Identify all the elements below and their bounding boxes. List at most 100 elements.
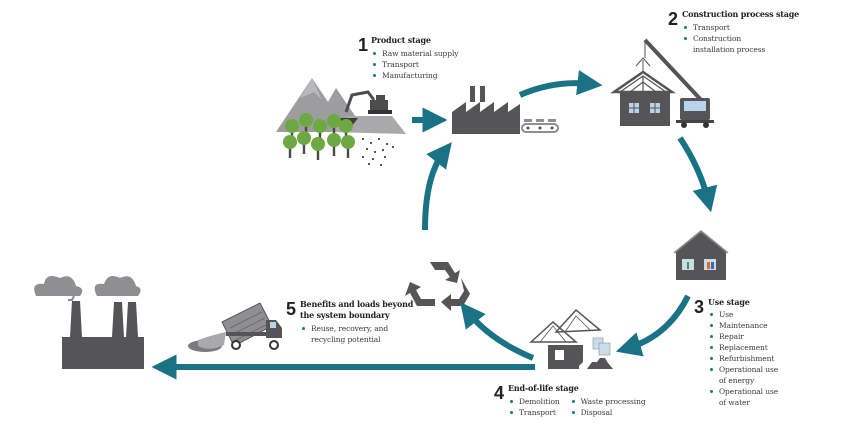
tree-icon (327, 133, 341, 156)
arrow-end-of-life-to-recycle (460, 302, 535, 361)
bullet-icon (302, 327, 305, 330)
dump-truck-icon (221, 302, 282, 350)
stone-icon (370, 142, 372, 144)
bullet-icon (373, 63, 376, 66)
stone-icon (386, 143, 388, 145)
list-item: Raw material supply (371, 48, 458, 59)
list-item: Manufacturing (371, 70, 458, 81)
bullet-icon (571, 400, 575, 403)
trees-icon (283, 113, 355, 160)
stage-1-number: 1 (358, 35, 369, 55)
list-item: Maintenance (708, 320, 778, 331)
tree-icon (341, 135, 355, 158)
stage-4-number: 4 (494, 383, 505, 403)
recycle-icon (405, 262, 470, 311)
stage-1-title: Product stage (371, 35, 431, 45)
list-item: Refurbishment (708, 353, 778, 364)
rubble-icon (587, 337, 613, 369)
house-under-construction-icon (609, 57, 677, 126)
stage-1-label: 1 Product stage Raw material supply Tran… (358, 35, 458, 81)
arrow-use-to-end-of-life (615, 294, 691, 357)
tree-icon (339, 119, 353, 142)
stage-3-items: Use Maintenance Repair Replacement Refur… (708, 309, 778, 408)
stone-icon (372, 158, 374, 160)
arrow-product-to-construction (518, 70, 603, 98)
tree-icon (311, 137, 325, 160)
bullet-icon (710, 390, 713, 393)
flow-arrows (151, 70, 718, 380)
arrow-recycle-to-product (422, 142, 452, 231)
stage-4-title: End-of-life stage (508, 383, 579, 393)
stone-icon (382, 149, 384, 151)
bullet-icon (710, 357, 713, 360)
bullet-icon (510, 400, 513, 403)
bullet-icon (684, 26, 687, 29)
smoking-factory-icon (34, 276, 144, 369)
stage-3-label: 3 Use stage Use Maintenance Repair Repla… (694, 297, 778, 408)
stage-5-title-line-2: the system boundary (300, 310, 390, 320)
stone-icon (378, 138, 380, 140)
factory-icon (452, 86, 520, 134)
list-item: Disposal (570, 407, 646, 418)
bullet-icon (710, 346, 713, 349)
tree-icon (285, 119, 299, 142)
stone-icon (380, 164, 382, 166)
bullet-icon (710, 368, 713, 371)
stone-icon (362, 156, 364, 158)
stage-1-items: Raw material supply Transport Manufactur… (371, 48, 458, 81)
stage-3-title: Use stage (708, 297, 750, 307)
stage-2-number: 2 (668, 9, 679, 29)
stage-3-number: 3 (694, 297, 705, 317)
bullet-icon (710, 313, 713, 316)
list-item: Replacement (708, 342, 778, 353)
stage-4-items-col-1: Demolition Transport (508, 396, 560, 418)
bullet-icon (571, 411, 575, 414)
conveyor-icon (521, 119, 559, 133)
stage-2-label: 2 Construction process stage Transport C… (668, 9, 799, 55)
bullet-icon (510, 411, 513, 414)
bullet-icon (373, 52, 376, 55)
landfill-pit-icon (188, 332, 226, 352)
tree-icon (297, 131, 311, 154)
stage-5-number: 5 (286, 299, 297, 319)
stage-4-items-col-2: Waste processing Disposal (570, 396, 646, 418)
arrow-construction-to-use (677, 136, 718, 213)
list-item: Repair (708, 331, 778, 342)
list-item: Transport (508, 407, 560, 418)
tree-icon (313, 119, 327, 142)
stone-icon (362, 138, 364, 140)
bullet-icon (710, 324, 713, 327)
stage-5-title-line-1: Benefits and loads beyond (300, 299, 414, 309)
list-item: Waste processing (570, 396, 646, 407)
tree-icon (299, 113, 313, 136)
stage-2-title: Construction process stage (682, 9, 800, 19)
list-item: Demolition (508, 396, 560, 407)
crane-truck-icon (643, 38, 714, 128)
bullet-icon (710, 335, 713, 338)
stone-icon (374, 151, 376, 153)
stones-icon (362, 138, 394, 166)
demolished-building-icon (529, 308, 602, 369)
stage-4-label: 4 End-of-life stage Demolition Transport… (494, 383, 646, 418)
bullet-icon (684, 37, 687, 40)
stone-icon (368, 163, 370, 165)
stage-5-label: 5 Benefits and loads beyond the system b… (286, 299, 413, 345)
tree-icon (327, 114, 341, 137)
list-item: Transport (371, 59, 458, 70)
list-item: Use (708, 309, 778, 320)
stage-4-item-columns: Demolition Transport Waste processing Di… (508, 394, 646, 418)
inhabited-house-icon (673, 230, 729, 280)
stone-icon (384, 156, 386, 158)
stone-icon (392, 146, 394, 148)
tree-icon (283, 135, 297, 158)
bullet-icon (373, 74, 376, 77)
list-item: Transport (682, 22, 799, 33)
stone-icon (366, 148, 368, 150)
